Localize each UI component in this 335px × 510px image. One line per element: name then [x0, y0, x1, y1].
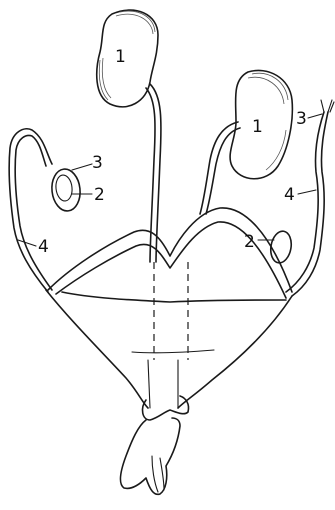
gonad-left-label: 2	[94, 185, 105, 205]
gonad-right-label: 2	[244, 232, 255, 252]
left-ureter	[146, 84, 161, 262]
tube-left-label: 4	[38, 237, 49, 257]
left-tube	[9, 129, 52, 292]
kidney-left-label: 1	[115, 47, 126, 67]
body-lower	[46, 262, 292, 408]
body-tip	[120, 396, 188, 494]
gonad-left	[50, 168, 82, 213]
kidney-right: 1	[230, 70, 292, 178]
duct-right-label: 3	[296, 109, 307, 129]
duct-left-label: 3	[92, 153, 103, 173]
body-horns	[48, 208, 292, 302]
kidney-right-label: 1	[252, 117, 263, 137]
tube-right-label: 4	[284, 185, 295, 205]
